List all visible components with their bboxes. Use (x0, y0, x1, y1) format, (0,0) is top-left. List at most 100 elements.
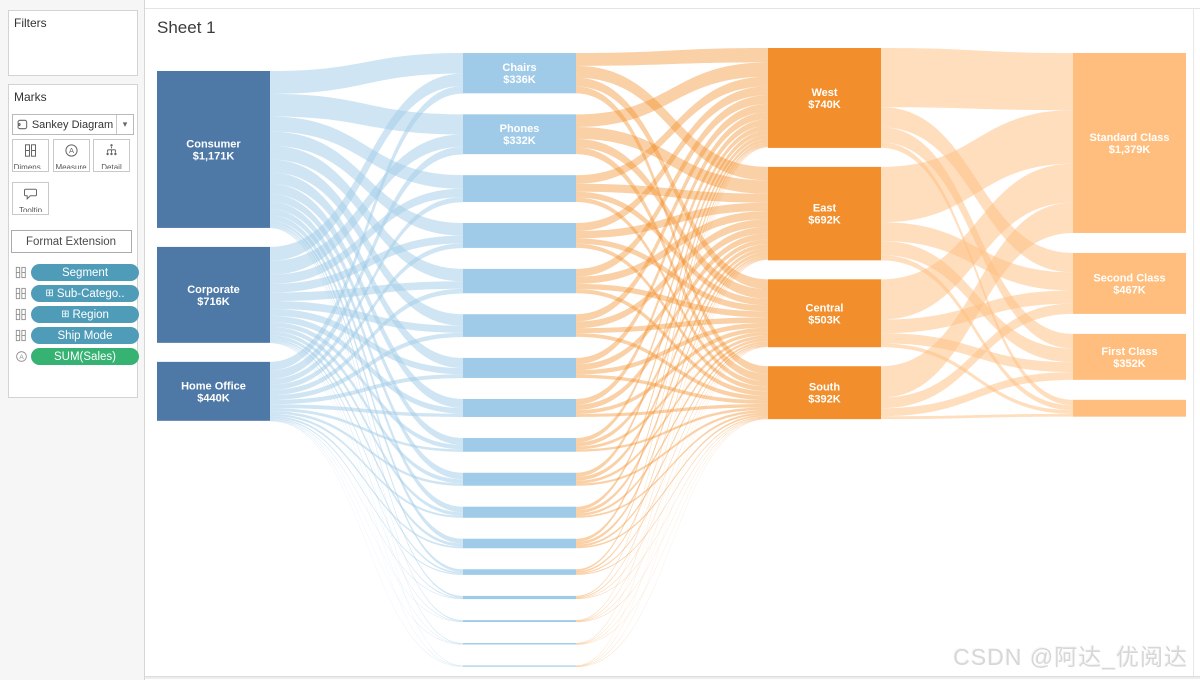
sankey-link[interactable] (576, 202, 768, 239)
sankey-node[interactable] (463, 314, 576, 337)
sankey-node-west[interactable] (768, 48, 881, 148)
sankey-link[interactable] (576, 409, 768, 486)
sankey-link[interactable] (270, 53, 463, 94)
sankey-link[interactable] (270, 73, 463, 261)
sankey-link[interactable] (576, 243, 768, 392)
sankey-link[interactable] (576, 248, 768, 514)
sankey-link[interactable] (576, 317, 768, 334)
sankey-node[interactable] (1073, 399, 1186, 417)
sankey-link[interactable] (270, 408, 463, 452)
sankey-link[interactable] (576, 125, 768, 443)
sankey-link[interactable] (881, 372, 1073, 417)
sankey-link[interactable] (270, 338, 463, 574)
detail-button[interactable]: Detail (93, 139, 130, 172)
sankey-node[interactable] (463, 472, 576, 486)
sankey-link[interactable] (270, 418, 463, 575)
pill-ship-mode[interactable]: Ship Mode (31, 327, 139, 344)
sankey-link[interactable] (576, 103, 768, 322)
sankey-link[interactable] (270, 93, 463, 135)
dimensions-button[interactable]: Dimens... (12, 139, 49, 172)
sankey-link[interactable] (576, 211, 768, 284)
sankey-link[interactable] (576, 418, 768, 668)
sankey-link[interactable] (881, 142, 1073, 406)
tooltip-button[interactable]: Tooltip (12, 182, 49, 215)
sankey-link[interactable] (576, 322, 768, 375)
sankey-node[interactable] (463, 643, 576, 645)
sankey-link[interactable] (576, 197, 768, 387)
sankey-link[interactable] (576, 144, 768, 597)
sankey-link[interactable] (270, 332, 463, 400)
sankey-link[interactable] (270, 331, 463, 516)
sankey-link[interactable] (270, 342, 463, 645)
sankey-link[interactable] (881, 48, 1073, 111)
sankey-link[interactable] (576, 332, 768, 450)
sankey-link[interactable] (576, 146, 768, 644)
sankey-link[interactable] (576, 338, 768, 516)
sankey-link[interactable] (270, 288, 463, 396)
sankey-link[interactable] (576, 86, 768, 374)
sankey-node[interactable] (463, 620, 576, 623)
sankey-link[interactable] (576, 403, 768, 417)
filters-card[interactable]: Filters (8, 10, 138, 76)
sankey-link[interactable] (576, 418, 768, 645)
sankey-node-central[interactable] (768, 279, 881, 348)
sankey-link[interactable] (576, 333, 768, 401)
sankey-link[interactable] (576, 407, 768, 452)
sankey-link[interactable] (270, 220, 463, 573)
sankey-link[interactable] (576, 119, 768, 405)
sankey-link[interactable] (270, 374, 463, 405)
sankey-link[interactable] (576, 252, 768, 545)
pill-sum-sales[interactable]: SUM(Sales) (31, 348, 139, 365)
sankey-link[interactable] (270, 159, 463, 326)
sankey-link[interactable] (576, 417, 768, 600)
measure-button[interactable]: A Measure (52, 139, 90, 172)
sankey-node-phones[interactable] (463, 114, 576, 155)
sankey-link[interactable] (576, 344, 768, 599)
pill-segment[interactable]: Segment (31, 264, 139, 281)
sankey-link[interactable] (576, 414, 768, 549)
sankey-link[interactable] (270, 420, 463, 667)
pill-sub-category[interactable]: ⊞ Sub-Catego.. (31, 285, 139, 302)
sankey-link[interactable] (270, 404, 463, 418)
sankey-node[interactable] (463, 398, 576, 417)
sankey-link[interactable] (270, 146, 463, 379)
sankey-link[interactable] (270, 134, 463, 275)
sankey-link[interactable] (576, 191, 768, 306)
sankey-link[interactable] (881, 413, 1073, 420)
sankey-link[interactable] (576, 412, 768, 518)
sankey-link[interactable] (576, 283, 768, 318)
sankey-link[interactable] (576, 95, 768, 277)
sankey-link[interactable] (576, 258, 768, 622)
sankey-link[interactable] (576, 62, 768, 127)
sankey-link[interactable] (881, 343, 1073, 414)
sankey-link[interactable] (270, 335, 463, 547)
sankey-link[interactable] (270, 322, 463, 450)
sankey-node-standard-class[interactable] (1073, 53, 1186, 233)
sankey-node[interactable] (463, 268, 576, 294)
sankey-link[interactable] (270, 172, 463, 369)
format-extension-button[interactable]: Format Extension (10, 230, 132, 253)
sankey-link[interactable] (576, 142, 768, 572)
sankey-link[interactable] (576, 335, 768, 484)
sankey-link[interactable] (576, 289, 768, 396)
sankey-node-south[interactable] (768, 366, 881, 420)
sankey-link[interactable] (270, 197, 463, 385)
sankey-link[interactable] (881, 303, 1073, 409)
sankey-link[interactable] (576, 341, 768, 547)
sankey-node-first-class[interactable] (1073, 333, 1186, 380)
sankey-link[interactable] (576, 233, 768, 411)
sankey-link[interactable] (270, 209, 463, 513)
sankey-link[interactable] (576, 76, 768, 184)
sankey-link[interactable] (576, 244, 768, 481)
sankey-link[interactable] (881, 255, 1073, 411)
sankey-link[interactable] (270, 416, 463, 549)
sankey-link[interactable] (270, 85, 463, 371)
sankey-link[interactable] (576, 48, 768, 66)
sankey-link[interactable] (576, 257, 768, 598)
mark-type-dropdown[interactable]: Sankey Diagram ▾ (12, 114, 134, 135)
sankey-link[interactable] (270, 131, 463, 236)
sankey-link[interactable] (576, 126, 768, 194)
sankey-link[interactable] (270, 419, 463, 600)
sankey-node-second-class[interactable] (1073, 252, 1186, 314)
sankey-node[interactable] (463, 357, 576, 378)
